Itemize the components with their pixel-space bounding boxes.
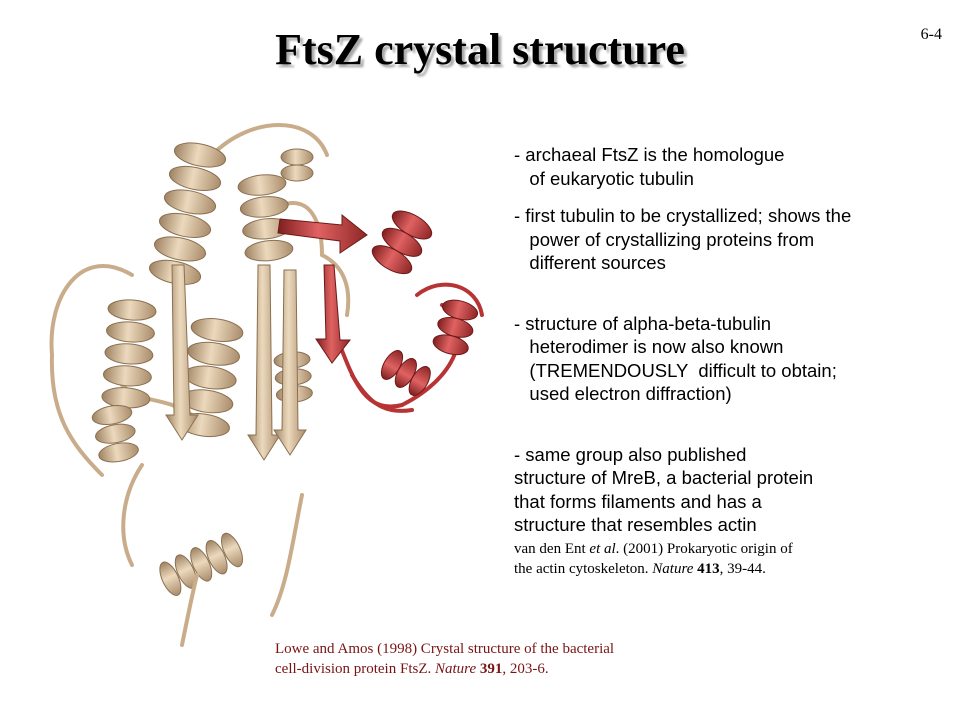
red-helix [371,210,433,275]
tan-helix [91,404,139,463]
tan-helix [101,299,157,409]
bullet-archaeal-ftsz: - archaeal FtsZ is the homologue of euka… [514,144,785,189]
citation-mreb-pages: , 39-44. [719,560,766,577]
tan-helix [149,142,227,285]
citation-mreb-authors: van den Ent [514,540,590,557]
citation-mreb-etal: et al [589,540,616,557]
citation-ftsz-pages: , 203-6. [502,661,549,677]
bullet-list: - archaeal FtsZ is the homologue of euka… [514,143,944,579]
citation-ftsz: Lowe and Amos (1998) Crystal structure o… [275,639,614,679]
tan-beta-sheet [165,264,307,461]
ftsz-ribbon-structure-figure [49,123,484,647]
citation-mreb-journal: Nature [652,560,694,577]
citation-ftsz-volume: 391 [479,661,503,677]
citation-mreb-text: . (2001) Prokaryotic origin of the actin… [514,540,793,577]
bullet-alpha-beta-tubulin: - structure of alpha-beta-tubulin hetero… [514,312,837,405]
red-beta-strand [277,213,368,364]
bullet-first-tubulin: - first tubulin to be crystallized; show… [514,205,852,273]
bullet-mreb: - same group also published structure of… [514,443,814,536]
tan-c-terminal-tail [180,573,199,647]
citation-ftsz-text: Lowe and Amos (1998) Crystal structure o… [275,641,615,677]
citation-mreb-volume: 413 [697,560,720,577]
red-helix [432,299,479,356]
tan-helix [237,174,294,262]
citation-mreb: van den Ent et al. (2001) Prokaryotic or… [514,539,944,579]
citation-ftsz-journal: Nature [434,661,477,677]
tan-helix [280,148,314,182]
red-helix [380,350,431,396]
tan-helix [159,532,244,596]
slide-title: FtsZ crystal structure [275,25,685,74]
tan-helix [177,318,244,438]
slide-number: 6-4 [920,26,942,43]
